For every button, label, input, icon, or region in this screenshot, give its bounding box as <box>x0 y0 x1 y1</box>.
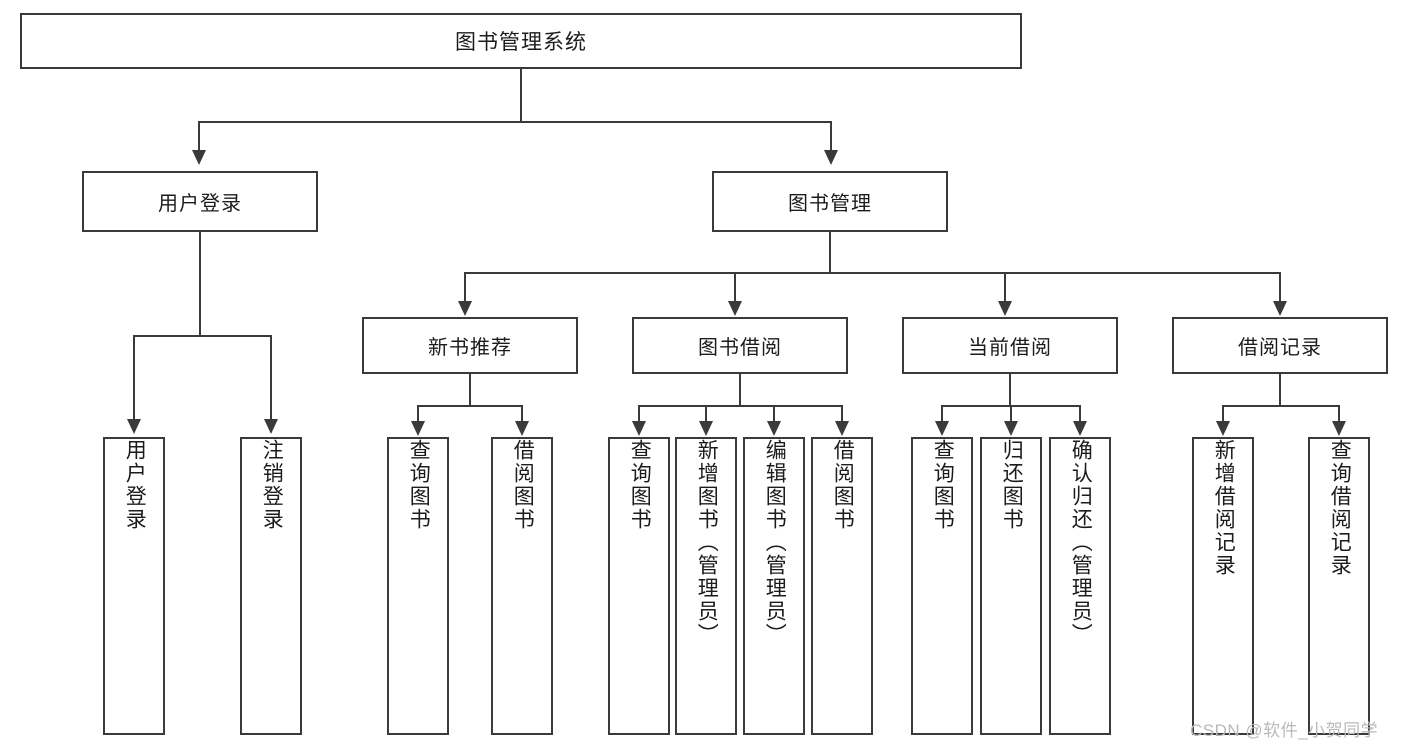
node-leaf-user-logout[interactable]: 注销登录 <box>240 437 302 735</box>
node-label: 新增借阅记录 <box>1212 439 1236 577</box>
arrowhead-borrow-record <box>1273 301 1287 316</box>
connector-book-borrow-stem <box>739 374 741 405</box>
node-leaf-return-book[interactable]: 归还图书 <box>980 437 1042 735</box>
node-leaf-confirm-return[interactable]: 确认归还（管理员） <box>1049 437 1111 735</box>
node-leaf-query-book-2[interactable]: 查询图书 <box>608 437 670 735</box>
node-leaf-user-login[interactable]: 用户登录 <box>103 437 165 735</box>
node-label: 查询图书 <box>628 439 652 531</box>
node-leaf-borrow-book-2[interactable]: 借阅图书 <box>811 437 873 735</box>
connector-borrow-record-bus <box>1222 405 1339 407</box>
node-leaf-add-book[interactable]: 新增图书（管理员） <box>675 437 737 735</box>
connector-nbr-drop-2 <box>521 405 523 421</box>
connector-book-borrow-bus <box>638 405 842 407</box>
arrowhead-leaf-return-book <box>1004 421 1018 436</box>
connector-bb-drop-4 <box>841 405 843 421</box>
node-label: 确认归还（管理员） <box>1069 439 1093 646</box>
connector-user-login-drop-1 <box>133 335 135 419</box>
connector-bb-drop-1 <box>638 405 640 421</box>
arrowhead-leaf-edit-book <box>767 421 781 436</box>
node-borrow-record[interactable]: 借阅记录 <box>1172 317 1388 374</box>
arrowhead-leaf-query-book-2 <box>632 421 646 436</box>
node-label: 借阅记录 <box>1238 337 1322 359</box>
arrowhead-book-borrow <box>728 301 742 316</box>
connector-cb-drop-2 <box>1010 405 1012 421</box>
arrowhead-leaf-query-book-1 <box>411 421 425 436</box>
node-label: 当前借阅 <box>968 337 1052 359</box>
node-label: 新增图书（管理员） <box>695 439 719 646</box>
arrowhead-new-book-recommend <box>458 301 472 316</box>
node-label: 图书管理系统 <box>455 31 587 54</box>
node-leaf-query-book-3[interactable]: 查询图书 <box>911 437 973 735</box>
arrowhead-leaf-add-record <box>1216 421 1230 436</box>
connector-cb-drop-1 <box>941 405 943 421</box>
node-label: 查询借阅记录 <box>1328 439 1352 577</box>
node-root-system[interactable]: 图书管理系统 <box>20 13 1022 69</box>
connector-nbr-drop-1 <box>417 405 419 421</box>
node-leaf-add-record[interactable]: 新增借阅记录 <box>1192 437 1254 735</box>
connector-book-manage-stem <box>829 232 831 272</box>
connector-to-borrow-record <box>1279 272 1281 302</box>
node-label: 借阅图书 <box>511 439 535 531</box>
node-label: 查询图书 <box>407 439 431 531</box>
connector-root-stem <box>520 69 522 121</box>
node-book-borrow[interactable]: 图书借阅 <box>632 317 848 374</box>
node-label: 归还图书 <box>1000 439 1024 531</box>
connector-bb-drop-3 <box>773 405 775 421</box>
node-leaf-query-record[interactable]: 查询借阅记录 <box>1308 437 1370 735</box>
connector-br-drop-2 <box>1338 405 1340 421</box>
node-leaf-edit-book[interactable]: 编辑图书（管理员） <box>743 437 805 735</box>
node-label: 用户登录 <box>123 439 147 531</box>
node-label: 新书推荐 <box>428 337 512 359</box>
connector-root-bus <box>198 121 832 123</box>
node-label: 用户登录 <box>158 193 242 215</box>
node-label: 查询图书 <box>931 439 955 531</box>
arrowhead-current-borrow <box>998 301 1012 316</box>
connector-to-new-book-recommend <box>464 272 466 302</box>
arrowhead-leaf-borrow-book-2 <box>835 421 849 436</box>
arrowhead-leaf-user-login <box>127 419 141 434</box>
arrowhead-leaf-confirm-return <box>1073 421 1087 436</box>
arrowhead-leaf-add-book <box>699 421 713 436</box>
node-leaf-borrow-book-1[interactable]: 借阅图书 <box>491 437 553 735</box>
connector-bb-drop-2 <box>705 405 707 421</box>
connector-to-book-borrow <box>734 272 736 302</box>
arrowhead-user-login <box>192 150 206 165</box>
node-label: 注销登录 <box>260 439 284 531</box>
node-current-borrow[interactable]: 当前借阅 <box>902 317 1118 374</box>
node-label: 图书管理 <box>788 193 872 215</box>
node-label: 借阅图书 <box>831 439 855 531</box>
connector-borrow-record-stem <box>1279 374 1281 405</box>
connector-book-manage-bus <box>464 272 1280 274</box>
arrowhead-leaf-query-record <box>1332 421 1346 436</box>
node-user-login[interactable]: 用户登录 <box>82 171 318 232</box>
connector-user-login-bus <box>133 335 272 337</box>
connector-current-borrow-stem <box>1009 374 1011 405</box>
connector-cb-drop-3 <box>1079 405 1081 421</box>
connector-user-login-stem <box>199 232 201 335</box>
arrowhead-leaf-user-logout <box>264 419 278 434</box>
arrowhead-leaf-borrow-book-1 <box>515 421 529 436</box>
node-label: 图书借阅 <box>698 337 782 359</box>
connector-br-drop-1 <box>1222 405 1224 421</box>
node-book-manage[interactable]: 图书管理 <box>712 171 948 232</box>
node-leaf-query-book-1[interactable]: 查询图书 <box>387 437 449 735</box>
node-new-book-recommend[interactable]: 新书推荐 <box>362 317 578 374</box>
connector-to-current-borrow <box>1004 272 1006 302</box>
connector-new-book-recommend-bus <box>417 405 522 407</box>
connector-new-book-recommend-stem <box>469 374 471 405</box>
node-label: 编辑图书（管理员） <box>763 439 787 646</box>
connector-user-login-drop-2 <box>270 335 272 419</box>
connector-root-to-book-manage <box>830 121 832 151</box>
connector-root-to-user-login <box>198 121 200 151</box>
arrowhead-leaf-query-book-3 <box>935 421 949 436</box>
arrowhead-book-manage <box>824 150 838 165</box>
